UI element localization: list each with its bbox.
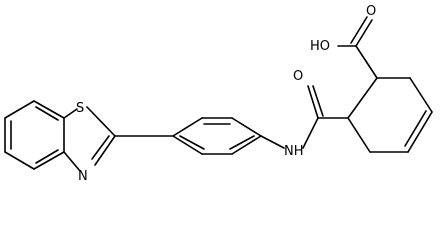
bond xyxy=(302,117,319,149)
bond xyxy=(4,151,35,170)
bond xyxy=(347,117,371,153)
amide-nitrogen-label: NH xyxy=(284,144,304,159)
chemical-structure-diagram: S N NH O HO O xyxy=(4,4,433,184)
bond xyxy=(229,135,255,150)
bond xyxy=(172,117,203,137)
bond xyxy=(347,77,378,119)
ring-nitrogen-label: N xyxy=(78,169,88,184)
ring-sulfur-label: S xyxy=(76,101,84,116)
bond xyxy=(307,85,319,119)
bond xyxy=(355,45,378,79)
bond xyxy=(260,135,285,149)
cyclohexene-ring xyxy=(317,77,433,153)
bond xyxy=(179,135,205,150)
bond xyxy=(172,135,203,155)
bond xyxy=(231,135,262,155)
bond xyxy=(404,110,427,147)
bond xyxy=(312,85,324,117)
amide-linker xyxy=(260,85,324,149)
amide-oxygen-label: O xyxy=(293,69,303,84)
structure-canvas: S N NH O HO O xyxy=(4,4,433,184)
bond xyxy=(231,117,262,137)
benzothiazole-group xyxy=(4,100,116,172)
hydroxyl-label: HO xyxy=(310,39,330,54)
carboxylic-acid xyxy=(337,16,378,79)
bond xyxy=(35,149,59,164)
bond xyxy=(63,108,78,119)
bond xyxy=(409,77,433,113)
phenylene-ring xyxy=(172,117,262,155)
bond xyxy=(4,100,35,119)
bond xyxy=(33,151,65,170)
bond xyxy=(407,111,433,153)
bond xyxy=(86,106,116,137)
bond xyxy=(355,19,373,47)
bond xyxy=(33,100,65,119)
bond xyxy=(94,135,116,166)
bond xyxy=(35,106,59,121)
bond xyxy=(63,151,81,172)
bond xyxy=(350,16,368,44)
carboxyl-oxygen-label: O xyxy=(366,4,376,19)
bond xyxy=(91,135,110,160)
